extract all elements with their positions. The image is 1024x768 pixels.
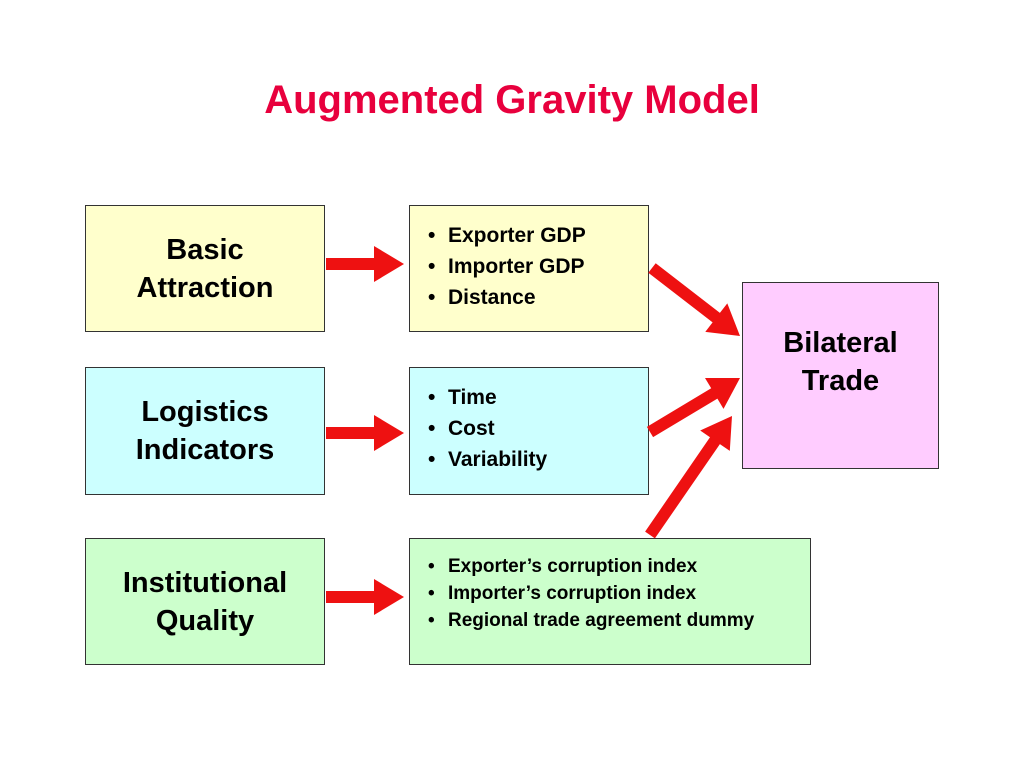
arrow-institutional-list-to-trade: [645, 416, 732, 539]
logistics-indicators-box: Logistics Indicators: [85, 367, 325, 495]
basic-attraction-box: Basic Attraction: [85, 205, 325, 332]
institutional-quality-list: Exporter’s corruption index Importer’s c…: [409, 538, 811, 665]
list-item: Regional trade agreement dummy: [424, 607, 810, 634]
arrow-basic-to-list: [326, 246, 404, 282]
category-label-line: Quality: [155, 604, 255, 637]
bilateral-trade-box: Bilateral Trade: [742, 282, 939, 469]
category-label-line: Attraction: [136, 271, 274, 304]
arrow-logistics-to-list: [326, 415, 404, 451]
list-item: Time: [424, 382, 648, 413]
list-item: Cost: [424, 413, 648, 444]
list-item: Importer’s corruption index: [424, 580, 810, 607]
category-label-line: Indicators: [135, 434, 275, 466]
arrow-logistics-list-to-trade: [646, 378, 740, 438]
target-label-line: Bilateral: [783, 326, 898, 359]
list-item: Variability: [424, 444, 648, 475]
list-item: Importer GDP: [424, 251, 648, 282]
institutional-quality-box: Institutional Quality: [85, 538, 325, 665]
list-item: Distance: [424, 282, 648, 313]
list-item: Exporter GDP: [424, 220, 648, 251]
target-label-line: Trade: [801, 364, 880, 397]
arrow-institutional-to-list: [326, 579, 404, 615]
logistics-indicators-list: Time Cost Variability: [409, 367, 649, 495]
list-item: Exporter’s corruption index: [424, 553, 810, 580]
arrow-basic-list-to-trade: [648, 263, 740, 336]
category-label-line: Logistics: [141, 396, 269, 428]
basic-attraction-list: Exporter GDP Importer GDP Distance: [409, 205, 649, 332]
page-title: Augmented Gravity Model: [264, 78, 760, 122]
category-label-line: Institutional: [122, 566, 288, 599]
category-label-line: Basic: [166, 233, 244, 266]
